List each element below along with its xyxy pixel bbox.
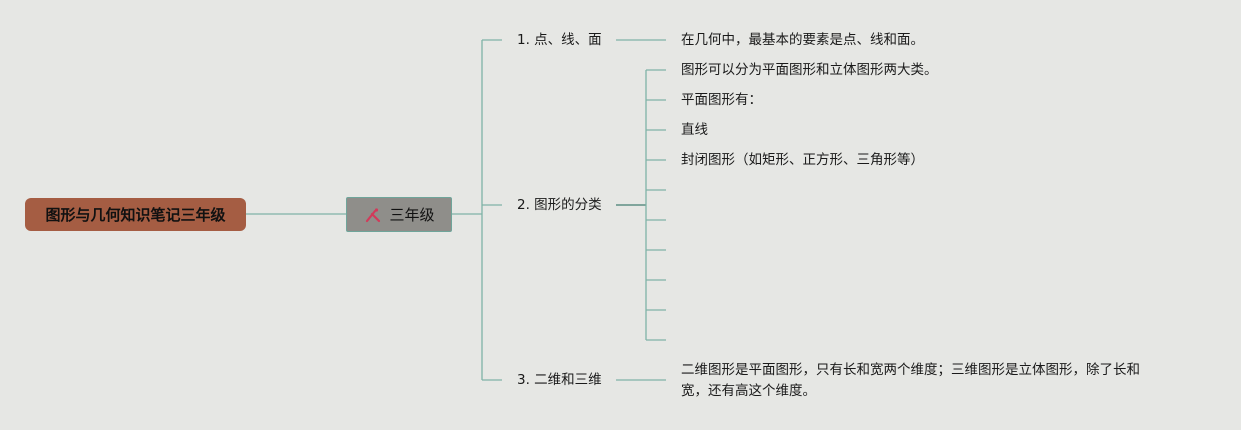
note-2-3[interactable]: 直线 [681,122,708,138]
branch-node-3[interactable]: 3. 二维和三维 [517,370,602,390]
branch-label: 2. 图形的分类 [517,197,602,213]
branch-node-2[interactable]: 2. 图形的分类 [517,195,602,215]
root-label: 图形与几何知识笔记三年级 [45,206,226,224]
level1-label: 三年级 [389,206,435,224]
note-2-4[interactable]: 封闭图形（如矩形、正方形、三角形等） [681,152,924,168]
pencil-ruler-icon [366,207,381,222]
note-3-2[interactable]: 宽，还有高这个维度。 [681,383,816,399]
note-1-1[interactable]: 在几何中，最基本的要素是点、线和面。 [681,32,924,48]
level1-node[interactable]: 三年级 [346,197,452,232]
branch-label: 3. 二维和三维 [517,372,602,388]
note-2-1[interactable]: 图形可以分为平面图形和立体图形两大类。 [681,62,938,78]
branch-label: 1. 点、线、面 [517,32,602,48]
branch-node-1[interactable]: 1. 点、线、面 [517,30,602,50]
note-3-1[interactable]: 二维图形是平面图形，只有长和宽两个维度；三维图形是立体图形，除了长和 [681,362,1140,378]
root-node[interactable]: 图形与几何知识笔记三年级 [25,198,246,231]
note-2-2[interactable]: 平面图形有： [681,92,762,108]
